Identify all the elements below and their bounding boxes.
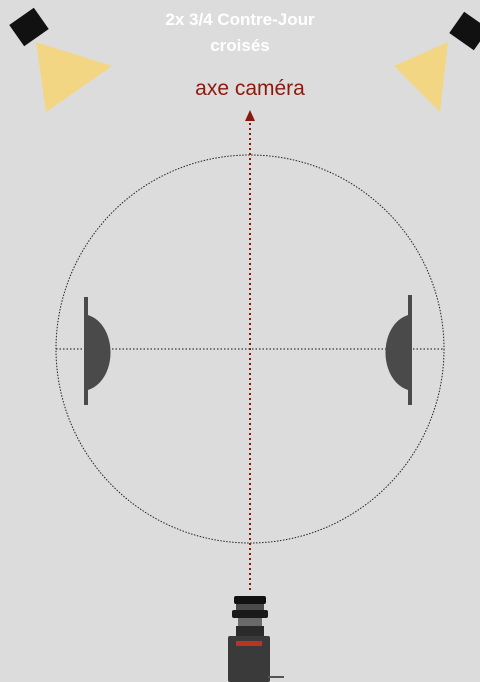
camera-axis-arrowhead [245,110,255,121]
reflector-left-icon [84,297,111,405]
camera-icon [228,596,284,682]
camera-axis-label: axe caméra [150,76,350,102]
spotlight-left-icon [9,8,112,112]
spotlight-right-icon [394,12,480,112]
title-line-1: 2x 3/4 Contre-Jour [120,9,360,31]
reflector-right-icon [386,295,413,405]
title-line-2: croisés [120,35,360,57]
